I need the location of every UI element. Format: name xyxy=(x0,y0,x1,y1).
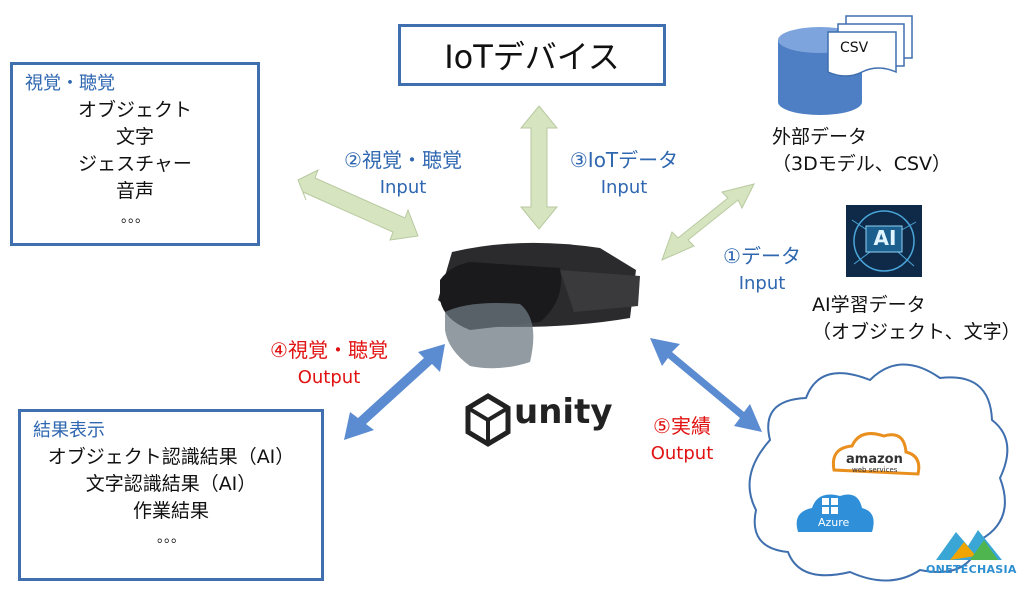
external-data-text: 外部データ （3Dモデル、CSV） xyxy=(772,124,951,178)
external-data-title: 外部データ xyxy=(772,126,868,148)
flow-2-title: ②視覚・聴覚 xyxy=(344,148,462,172)
sense-item: 。。。 xyxy=(121,210,149,226)
ai-data-title: AI学習データ xyxy=(812,294,926,316)
flow-4-title: ④視覚・聴覚 xyxy=(270,338,388,362)
flow-1-label: ①データ Input xyxy=(702,242,822,298)
onetechasia-logo-text: ONETECHASIA xyxy=(926,563,1017,576)
sense-box: 視覚・聴覚 オブジェクト 文字 ジェスチャー 音声 。。。 xyxy=(10,62,260,246)
arrow-f2 xyxy=(297,168,419,241)
sense-box-header: 視覚・聴覚 xyxy=(25,73,115,94)
sense-item: ジェスチャー xyxy=(78,153,192,175)
sense-item: 音声 xyxy=(115,180,154,202)
arrow-f4 xyxy=(344,344,445,440)
arrow-f3 xyxy=(519,105,559,230)
flow-5-label: ⑤実績 Output xyxy=(628,412,736,468)
azure-label: Azure xyxy=(818,516,850,529)
result-box: 結果表示 オブジェクト認識結果（AI） 文字認識結果（AI） 作業結果 。。。 xyxy=(18,409,324,581)
result-item: オブジェクト認識結果（AI） xyxy=(47,446,295,468)
ai-chip-label: AI xyxy=(873,226,897,250)
ai-data-text: AI学習データ （オブジェクト、文字） xyxy=(812,292,1021,346)
flow-2-sub: Input xyxy=(379,177,427,198)
amazon-label: amazon xyxy=(846,452,903,467)
iot-device-title: IoTデバイス xyxy=(444,38,620,76)
result-box-header: 結果表示 xyxy=(33,420,105,441)
flow-4-label: ④視覚・聴覚 Output xyxy=(244,336,414,392)
iot-device-box: IoTデバイス xyxy=(398,24,666,86)
flow-3-label: ③IoTデータ Input xyxy=(554,146,694,202)
amazon-sub-label: web services xyxy=(852,466,898,474)
flow-3-title: ③IoTデータ xyxy=(569,148,679,172)
result-item: 作業結果 xyxy=(132,500,209,522)
flow-4-sub: Output xyxy=(297,367,361,388)
arrow-f5 xyxy=(650,338,762,432)
azure-logo xyxy=(796,494,874,532)
result-item: 。。。 xyxy=(157,530,185,546)
flow-2-label: ②視覚・聴覚 Input xyxy=(318,146,488,202)
external-data-sub: （3Dモデル、CSV） xyxy=(772,153,952,175)
flow-5-title: ⑤実績 xyxy=(653,414,711,438)
sense-item: 文字 xyxy=(115,126,154,148)
arrow-f1 xyxy=(661,183,755,261)
flow-3-sub: Input xyxy=(600,177,648,198)
onetechasia-logo-icon xyxy=(936,530,1002,560)
csv-files-icon xyxy=(827,15,913,77)
flow-1-title: ①データ xyxy=(723,244,801,268)
ai-chip-icon xyxy=(846,205,922,277)
ai-data-sub: （オブジェクト、文字） xyxy=(812,321,1021,343)
headset-image xyxy=(438,242,640,369)
unity-logo-icon xyxy=(465,393,511,447)
unity-wordmark: unity xyxy=(514,392,613,432)
amazon-web-services-logo xyxy=(831,432,921,476)
sense-item: オブジェクト xyxy=(77,99,192,121)
csv-label: CSV xyxy=(840,40,869,56)
result-item: 文字認識結果（AI） xyxy=(85,473,257,495)
flow-5-sub: Output xyxy=(650,443,714,464)
flow-1-sub: Input xyxy=(738,273,786,294)
